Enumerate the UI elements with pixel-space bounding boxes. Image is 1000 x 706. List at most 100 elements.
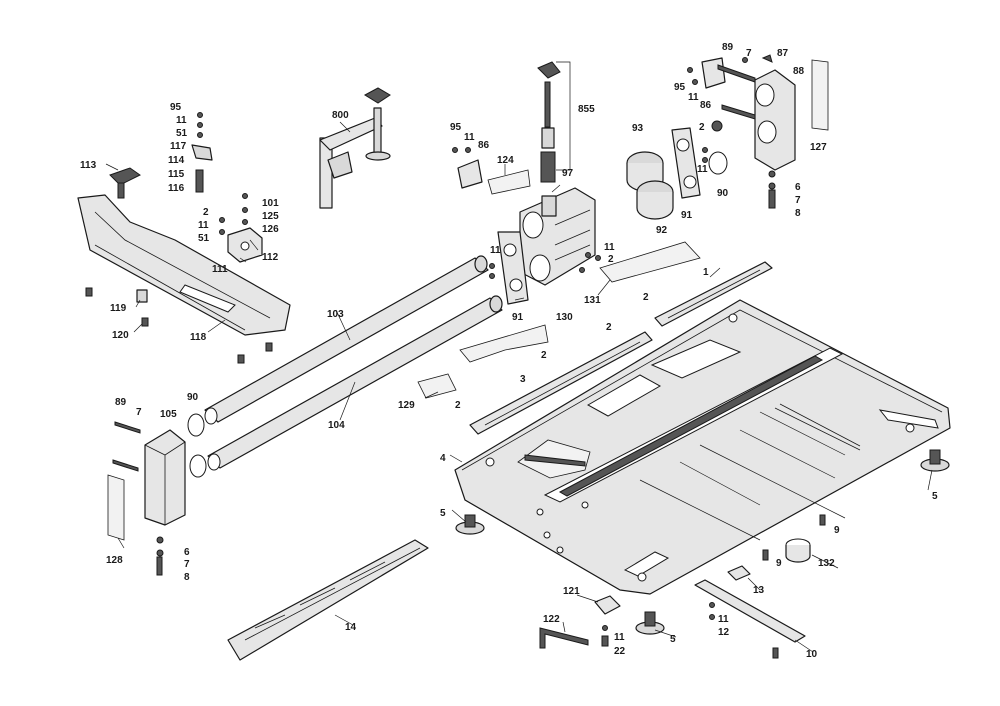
label-127: 127: [810, 142, 827, 153]
label-10: 10: [806, 649, 818, 660]
label-118: 118: [190, 332, 207, 343]
plate-part-91-left: [497, 231, 529, 305]
label-101: 101: [262, 198, 279, 209]
tube-part-103: [204, 255, 489, 425]
screws-9: [762, 514, 826, 561]
label-14: 14: [345, 622, 357, 633]
label-7: 7: [795, 195, 801, 206]
bar-part-10: [694, 579, 806, 659]
rail-part-1: [654, 261, 773, 327]
tube-part-104: [207, 295, 503, 471]
block-part-13: [727, 565, 751, 581]
table-top-part-4: [454, 299, 951, 595]
label-11: 11: [697, 164, 708, 175]
plate-part-91-right: [671, 127, 701, 199]
screws-near-105: [112, 421, 164, 576]
label-11: 11: [718, 614, 729, 625]
washer-part-90-right: [708, 151, 728, 175]
label-112: 112: [262, 252, 279, 263]
label-1: 1: [703, 267, 709, 278]
part-labels: 113 95 11 51 117 114 115 116 2 11 51 111…: [80, 42, 938, 660]
label-95: 95: [674, 82, 686, 93]
housing-part-97: [519, 187, 596, 286]
label-2: 2: [203, 207, 209, 218]
label-2: 2: [608, 254, 614, 265]
miter-fence-part-14: [227, 539, 429, 661]
label-8: 8: [184, 572, 190, 583]
label-2: 2: [455, 400, 461, 411]
label-11: 11: [614, 632, 625, 643]
bolt-part-89-right: [717, 54, 773, 120]
label-2: 2: [541, 350, 547, 361]
label-119: 119: [110, 303, 127, 314]
label-2: 2: [699, 122, 705, 133]
label-11: 11: [490, 245, 501, 256]
label-131: 131: [584, 295, 601, 306]
label-7: 7: [746, 48, 752, 59]
small-parts-119-120: [85, 287, 273, 364]
label-129: 129: [398, 400, 415, 411]
washer-part-90-left-bottom: [189, 454, 207, 478]
bracket-part-86-left: [452, 147, 483, 189]
small-screws-97: [489, 252, 601, 279]
label-86: 86: [700, 100, 712, 111]
label-5: 5: [670, 634, 676, 645]
screw-assembly-part-855: [537, 61, 571, 183]
label-97: 97: [562, 168, 574, 179]
washer-part-90-left-top: [187, 413, 205, 437]
label-114: 114: [168, 155, 185, 166]
label-91: 91: [512, 312, 524, 323]
label-88: 88: [793, 66, 805, 77]
ring-part-132: [785, 538, 811, 563]
label-111: 111: [212, 264, 228, 275]
bushing-part-92: [636, 180, 674, 220]
leader-lines: [105, 121, 933, 653]
label-855: 855: [578, 104, 595, 115]
screws-6-7-8-right: [768, 170, 776, 209]
knob-part-113: [109, 167, 141, 199]
label-2: 2: [643, 292, 649, 303]
left-base-part-118: [77, 194, 291, 336]
label-5: 5: [440, 508, 446, 519]
hold-down-clamp-part-800: [319, 87, 391, 209]
label-130: 130: [556, 312, 573, 323]
label-92: 92: [656, 225, 668, 236]
end-cap-part-105: [144, 429, 186, 526]
label-sheet-part-131: [599, 241, 701, 283]
label-105: 105: [160, 409, 177, 420]
label-7: 7: [184, 559, 190, 570]
label-121: 121: [563, 586, 580, 597]
label-125: 125: [262, 211, 279, 222]
label-87: 87: [777, 48, 789, 59]
label-51: 51: [176, 128, 188, 139]
label-sheet-part-129: [417, 373, 457, 399]
label-strip-part-128: [107, 474, 125, 541]
label-2: 2: [606, 322, 612, 333]
label-22: 22: [614, 646, 626, 657]
small-screws-93: [702, 120, 723, 163]
label-90: 90: [187, 392, 199, 403]
label-93: 93: [632, 123, 644, 134]
foot-part-5-right: [920, 449, 950, 472]
label-120: 120: [112, 330, 129, 341]
label-9: 9: [834, 525, 840, 536]
label-104: 104: [328, 420, 345, 431]
hex-key-part-122: [539, 627, 589, 649]
screws-11-22: [601, 625, 609, 647]
label-800: 800: [332, 110, 349, 121]
label-91: 91: [681, 210, 693, 221]
label-90: 90: [717, 188, 729, 199]
label-8: 8: [795, 208, 801, 219]
label-115: 115: [168, 169, 185, 180]
stack-screws-95-117: [191, 112, 248, 235]
label-117: 117: [170, 141, 187, 152]
label-95: 95: [450, 122, 462, 133]
label-7: 7: [136, 407, 142, 418]
label-strip-part-127: [811, 59, 829, 131]
label-13: 13: [753, 585, 765, 596]
label-sheet-part-124: [487, 169, 531, 195]
label-11: 11: [198, 220, 209, 231]
foot-part-5-left: [455, 514, 485, 535]
